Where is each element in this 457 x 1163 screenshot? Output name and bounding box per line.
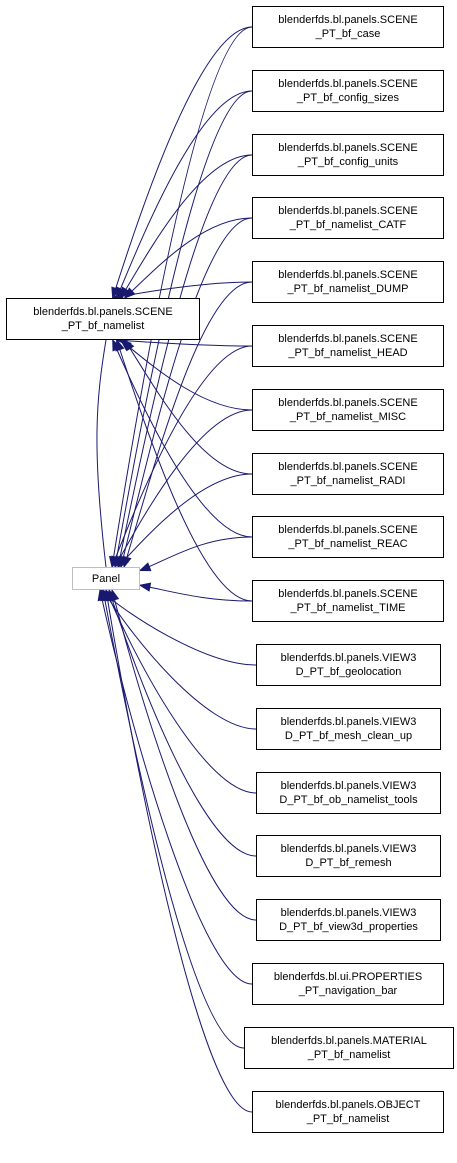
- edge-namelist-reac-to-scene-namelist: [112, 339, 253, 538]
- edge-namelist-dump-to-scene-namelist: [112, 281, 253, 299]
- node-label-line: _PT_bf_namelist_DUMP: [287, 283, 409, 295]
- node-label-line: blenderfds.bl.panels.SCENE: [278, 397, 418, 409]
- edge-case-to-scene-namelist: [112, 26, 253, 299]
- edge-namelist-catf-to-panel: [120, 217, 253, 568]
- node-label-line: blenderfds.bl.panels.SCENE: [278, 14, 418, 26]
- edge-namelist-time-to-panel: [139, 584, 253, 602]
- edge-namelist-reac-to-panel-arrowhead: [138, 562, 152, 572]
- node-label-line: blenderfds.bl.panels.SCENE: [278, 333, 418, 345]
- edge-view3d-properties-to-panel: [111, 589, 257, 921]
- node-label-line: _PT_bf_case: [315, 28, 381, 40]
- node-label-line: _PT_bf_namelist_TIME: [290, 602, 406, 614]
- edge-namelist-radi-to-panel-arrowhead: [117, 556, 129, 568]
- node-scene-namelist[interactable]: blenderfds.bl.panels.SCENE _PT_bf_nameli…: [6, 298, 200, 340]
- edge-config-units-to-scene-namelist: [120, 154, 253, 299]
- node-label-line: blenderfds.bl.panels.VIEW3: [280, 780, 417, 792]
- node-label-line: blenderfds.bl.panels.SCENE: [278, 78, 418, 90]
- node-label-line: _PT_bf_namelist: [306, 1113, 390, 1125]
- node-namelist-dump[interactable]: blenderfds.bl.panels.SCENE _PT_bf_namelis…: [252, 261, 444, 303]
- node-namelist-misc[interactable]: blenderfds.bl.panels.SCENE _PT_bf_namelis…: [252, 389, 444, 431]
- node-label-line: blenderfds.bl.panels.SCENE: [278, 461, 418, 473]
- edge-namelist-head-to-scene-namelist: [116, 339, 253, 347]
- node-label-line: D_PT_bf_mesh_clean_up: [284, 730, 413, 742]
- edge-namelist-dump-to-panel: [123, 281, 253, 568]
- node-label-line: _PT_bf_namelist: [61, 320, 145, 332]
- edge-config-sizes-to-panel: [114, 90, 253, 568]
- node-namelist-time[interactable]: blenderfds.bl.panels.SCENE _PT_bf_namelis…: [252, 580, 444, 622]
- node-label-line: blenderfds.bl.panels.VIEW3: [280, 907, 417, 919]
- node-label-line: _PT_bf_namelist_MISC: [289, 411, 407, 423]
- edge-object-namelist-to-panel: [105, 589, 253, 1113]
- edge-namelist-time-to-scene-namelist-arrowhead: [115, 338, 125, 352]
- node-namelist-reac[interactable]: blenderfds.bl.panels.SCENE _PT_bf_namelis…: [252, 516, 444, 558]
- node-label-line: blenderfds.bl.panels.SCENE: [278, 524, 418, 536]
- node-label-line: _PT_bf_namelist_REAC: [288, 538, 408, 550]
- edge-namelist-radi-to-scene-namelist: [124, 339, 253, 475]
- node-label-line: blenderfds.bl.panels.SCENE: [278, 588, 418, 600]
- node-label-line: _PT_bf_namelist_HEAD: [288, 347, 408, 359]
- node-namelist-head[interactable]: blenderfds.bl.panels.SCENE _PT_bf_namelis…: [252, 325, 444, 367]
- edge-namelist-radi-to-scene-namelist-arrowhead: [123, 338, 135, 352]
- node-material-namelist[interactable]: blenderfds.bl.panels.MATERIAL _PT_bf_name…: [244, 1027, 454, 1069]
- node-config-units[interactable]: blenderfds.bl.panels.SCENE _PT_bf_config_…: [252, 134, 444, 176]
- node-label-line: blenderfds.bl.panels.SCENE: [33, 306, 173, 318]
- node-namelist-catf[interactable]: blenderfds.bl.panels.SCENE _PT_bf_namelis…: [252, 197, 444, 239]
- node-label-line: blenderfds.bl.panels.OBJECT: [275, 1099, 421, 1111]
- node-object-namelist[interactable]: blenderfds.bl.panels.OBJECT _PT_bf_nameli…: [252, 1091, 444, 1133]
- edge-namelist-radi-to-panel: [117, 473, 253, 568]
- node-label-line: blenderfds.bl.panels.SCENE: [278, 269, 418, 281]
- edge-namelist-misc-to-scene-namelist: [120, 339, 253, 411]
- node-label-line: _PT_bf_config_units: [297, 156, 399, 168]
- edge-geolocation-to-panel: [99, 589, 257, 666]
- node-label-line: _PT_bf_namelist_CATF: [289, 219, 407, 231]
- edge-view3d-properties-to-panel-arrowhead: [110, 588, 120, 602]
- node-label-line: blenderfds.bl.ui.PROPERTIES: [273, 971, 423, 983]
- node-label-line: blenderfds.bl.panels.MATERIAL: [271, 1035, 427, 1047]
- edge-namelist-time-to-scene-namelist: [116, 339, 253, 602]
- node-label-line: _PT_bf_namelist: [307, 1049, 391, 1061]
- edge-config-sizes-to-scene-namelist: [116, 90, 253, 299]
- node-case[interactable]: blenderfds.bl.panels.SCENE _PT_bf_case: [252, 6, 444, 48]
- node-label-line: blenderfds.bl.panels.VIEW3: [280, 652, 417, 664]
- node-label-line: D_PT_bf_view3d_properties: [279, 921, 418, 933]
- edge-namelist-head-to-panel: [111, 345, 253, 568]
- node-label-line: D_PT_bf_ob_namelist_tools: [279, 794, 418, 806]
- edge-namelist-time-to-panel-arrowhead: [138, 582, 152, 592]
- node-label-line: _PT_bf_config_sizes: [296, 92, 400, 104]
- edge-panel-to-scene-namelist: [96, 339, 107, 568]
- node-namelist-radi[interactable]: blenderfds.bl.panels.SCENE _PT_bf_namelis…: [252, 453, 444, 495]
- edge-namelist-misc-to-panel: [114, 409, 253, 568]
- node-navigation-bar[interactable]: blenderfds.bl.ui.PROPERTIES _PT_navigatio…: [252, 963, 444, 1005]
- edge-object-namelist-to-panel-arrowhead: [103, 588, 113, 602]
- node-label-line: _PT_bf_namelist_RADI: [290, 475, 406, 487]
- node-label-line: blenderfds.bl.panels.SCENE: [278, 142, 418, 154]
- node-label-line: blenderfds.bl.panels.SCENE: [278, 205, 418, 217]
- node-label-line: _PT_navigation_bar: [298, 985, 398, 997]
- edge-case-to-panel: [111, 26, 253, 568]
- node-label-line: blenderfds.bl.panels.VIEW3: [280, 843, 417, 855]
- edge-ob-namelist-tools-to-panel: [105, 589, 257, 794]
- node-label-line: D_PT_bf_geolocation: [295, 666, 402, 678]
- node-label-line: Panel: [91, 572, 121, 585]
- node-config-sizes[interactable]: blenderfds.bl.panels.SCENE _PT_bf_config_…: [252, 70, 444, 112]
- node-label-line: D_PT_bf_remesh: [305, 857, 392, 869]
- node-panel[interactable]: Panel: [72, 567, 140, 590]
- edge-material-namelist-to-panel: [102, 589, 245, 1049]
- node-label-line: blenderfds.bl.panels.VIEW3: [280, 716, 417, 728]
- edge-navigation-bar-to-panel: [99, 589, 253, 985]
- edge-namelist-catf-to-scene-namelist: [124, 217, 253, 299]
- edge-namelist-reac-to-panel: [139, 536, 253, 571]
